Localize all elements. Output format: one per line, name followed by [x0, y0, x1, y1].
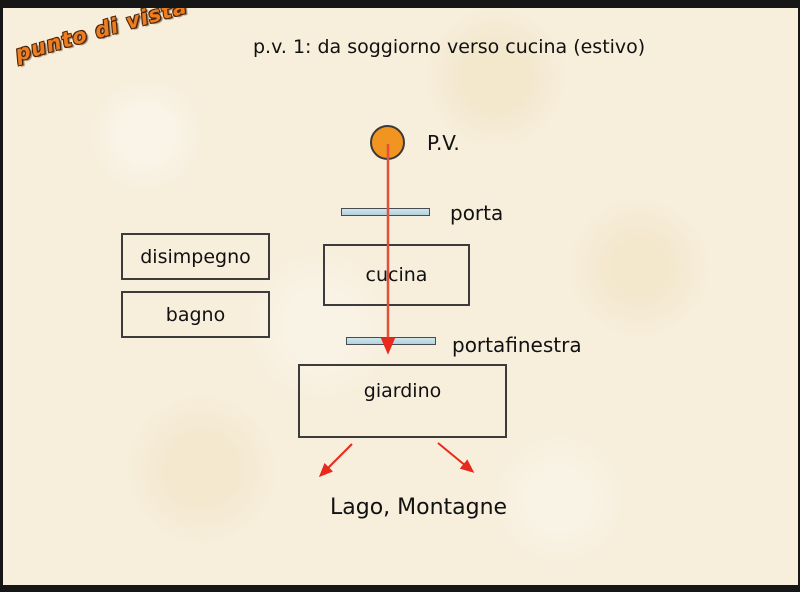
room-label-cucina: cucina [365, 264, 428, 286]
door-bar-portafinestra [346, 337, 436, 345]
label-lago-montagne: Lago, Montagne [330, 495, 508, 520]
room-label-bagno: bagno [165, 303, 226, 326]
door-bar-porta [341, 208, 430, 216]
label-porta: porta [450, 201, 504, 225]
room-box-giardino: giardino [298, 364, 507, 438]
room-box-cucina: cucina [323, 244, 470, 306]
label-portafinestra: portafinestra [452, 333, 582, 357]
viewpoint-circle [370, 125, 405, 160]
slide-title: p.v. 1: da soggiorno verso cucina (estiv… [253, 36, 646, 58]
viewpoint-label: P.V. [427, 131, 460, 155]
view-arrow-left [318, 443, 353, 478]
wordart-punto-di-vista: punto di vista [12, 0, 190, 67]
room-box-disimpegno: disimpegno [121, 233, 270, 280]
view-arrow-right [437, 442, 475, 473]
room-label-disimpegno: disimpegno [140, 245, 251, 268]
room-box-bagno: bagno [121, 291, 270, 338]
room-label-giardino: giardino [363, 380, 442, 402]
